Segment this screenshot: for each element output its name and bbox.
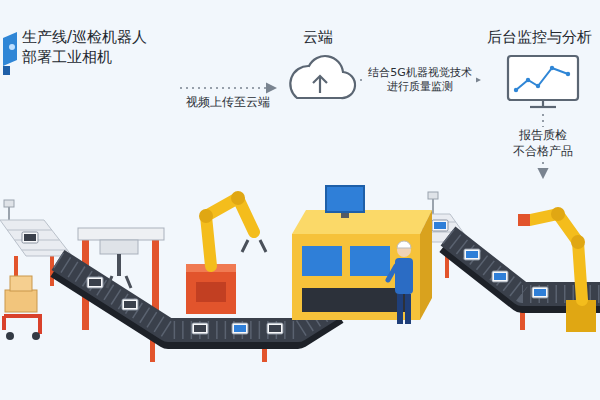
- camera-icon: [3, 32, 17, 66]
- robot-joint: [199, 209, 213, 223]
- chart-dot: [566, 72, 570, 76]
- robot-joint: [551, 207, 565, 221]
- product-tablet: [267, 323, 283, 334]
- product-tablet: [87, 277, 103, 288]
- worker-helmet: [397, 241, 411, 248]
- gantry-beam: [78, 228, 164, 240]
- machine-window: [302, 246, 342, 276]
- worker-leg: [397, 294, 403, 324]
- tablet-screen: [124, 301, 136, 308]
- camera-lens: [9, 44, 15, 50]
- robot-joint: [231, 191, 245, 205]
- robot-gripper: [518, 214, 530, 226]
- robot-gripper: [242, 240, 266, 252]
- monitor-chart: [516, 68, 568, 90]
- pallet-truck: [4, 316, 42, 334]
- product-tablet: [122, 299, 138, 310]
- product-tablet: [22, 232, 38, 243]
- product-tablet: [232, 323, 248, 334]
- product-tablet: [464, 249, 480, 260]
- node-text: 后台监控与分析: [487, 28, 592, 48]
- robot-arm: [206, 198, 254, 266]
- product-tablet: [192, 323, 208, 334]
- upload-arrow-icon: [313, 76, 327, 83]
- tablet-screen: [234, 325, 246, 332]
- camera-source: 生产线/巡检机器人 部署工业相机: [18, 26, 178, 100]
- machine-window: [350, 246, 390, 276]
- sensor-head: [4, 200, 14, 207]
- machine-top: [292, 210, 432, 234]
- cloud-node: 云端: [278, 26, 358, 106]
- product-tablet: [492, 271, 508, 282]
- truck-wheel: [32, 332, 40, 340]
- cargo-box: [5, 290, 37, 312]
- sensor-head: [428, 192, 438, 199]
- chart-dot: [514, 88, 518, 92]
- monitor-icon: [508, 56, 578, 100]
- worker-leg: [405, 294, 411, 324]
- product-tablet: [532, 287, 548, 298]
- upload-arrow-icon: [319, 77, 321, 93]
- report-note: 报告质检 不合格产品: [508, 127, 578, 160]
- cloud-icon: [290, 56, 355, 98]
- monitor-stand: [542, 100, 544, 106]
- tablet-screen: [494, 273, 506, 280]
- camera-icon: [3, 66, 10, 75]
- tablet-screen: [24, 234, 36, 241]
- chart-dot: [536, 84, 540, 88]
- worker-body: [395, 258, 413, 294]
- robot-base: [186, 270, 236, 314]
- edge-label: 结合5G机器视觉技术 进行质量监测: [364, 65, 476, 96]
- robot-joint: [571, 235, 585, 249]
- roller-conveyor: [0, 220, 72, 256]
- machine-side: [420, 210, 432, 320]
- robot-arm: [530, 214, 582, 300]
- tablet-screen: [194, 325, 206, 332]
- cargo-box: [10, 276, 32, 291]
- machine-monitor: [326, 186, 364, 212]
- tablet-screen: [534, 289, 546, 296]
- roller: [22, 250, 68, 251]
- tablet-screen: [466, 251, 478, 258]
- edge-label: 视频上传至云端: [183, 94, 273, 112]
- worker-arm: [388, 266, 396, 280]
- monitor-node: 后台监控与分析: [482, 26, 597, 112]
- monitor-stand: [530, 106, 556, 108]
- roller: [7, 230, 52, 231]
- product-tablet: [432, 220, 448, 231]
- machine-opening: [302, 288, 410, 312]
- tablet-screen: [269, 325, 281, 332]
- gantry-carriage: [100, 240, 138, 254]
- node-text: 云端: [303, 28, 333, 48]
- upload-arrow: [180, 87, 276, 89]
- tablet-screen: [89, 279, 101, 286]
- tablet-screen: [434, 222, 446, 229]
- gripper-rod: [117, 254, 121, 276]
- chart-dot: [526, 78, 530, 82]
- gripper-claw: [107, 276, 131, 288]
- truck-wheel: [6, 332, 14, 340]
- node-text: 生产线/巡检机器人 部署工业相机: [22, 28, 172, 67]
- chart-dot: [550, 66, 554, 70]
- robot-base-panel: [196, 282, 226, 302]
